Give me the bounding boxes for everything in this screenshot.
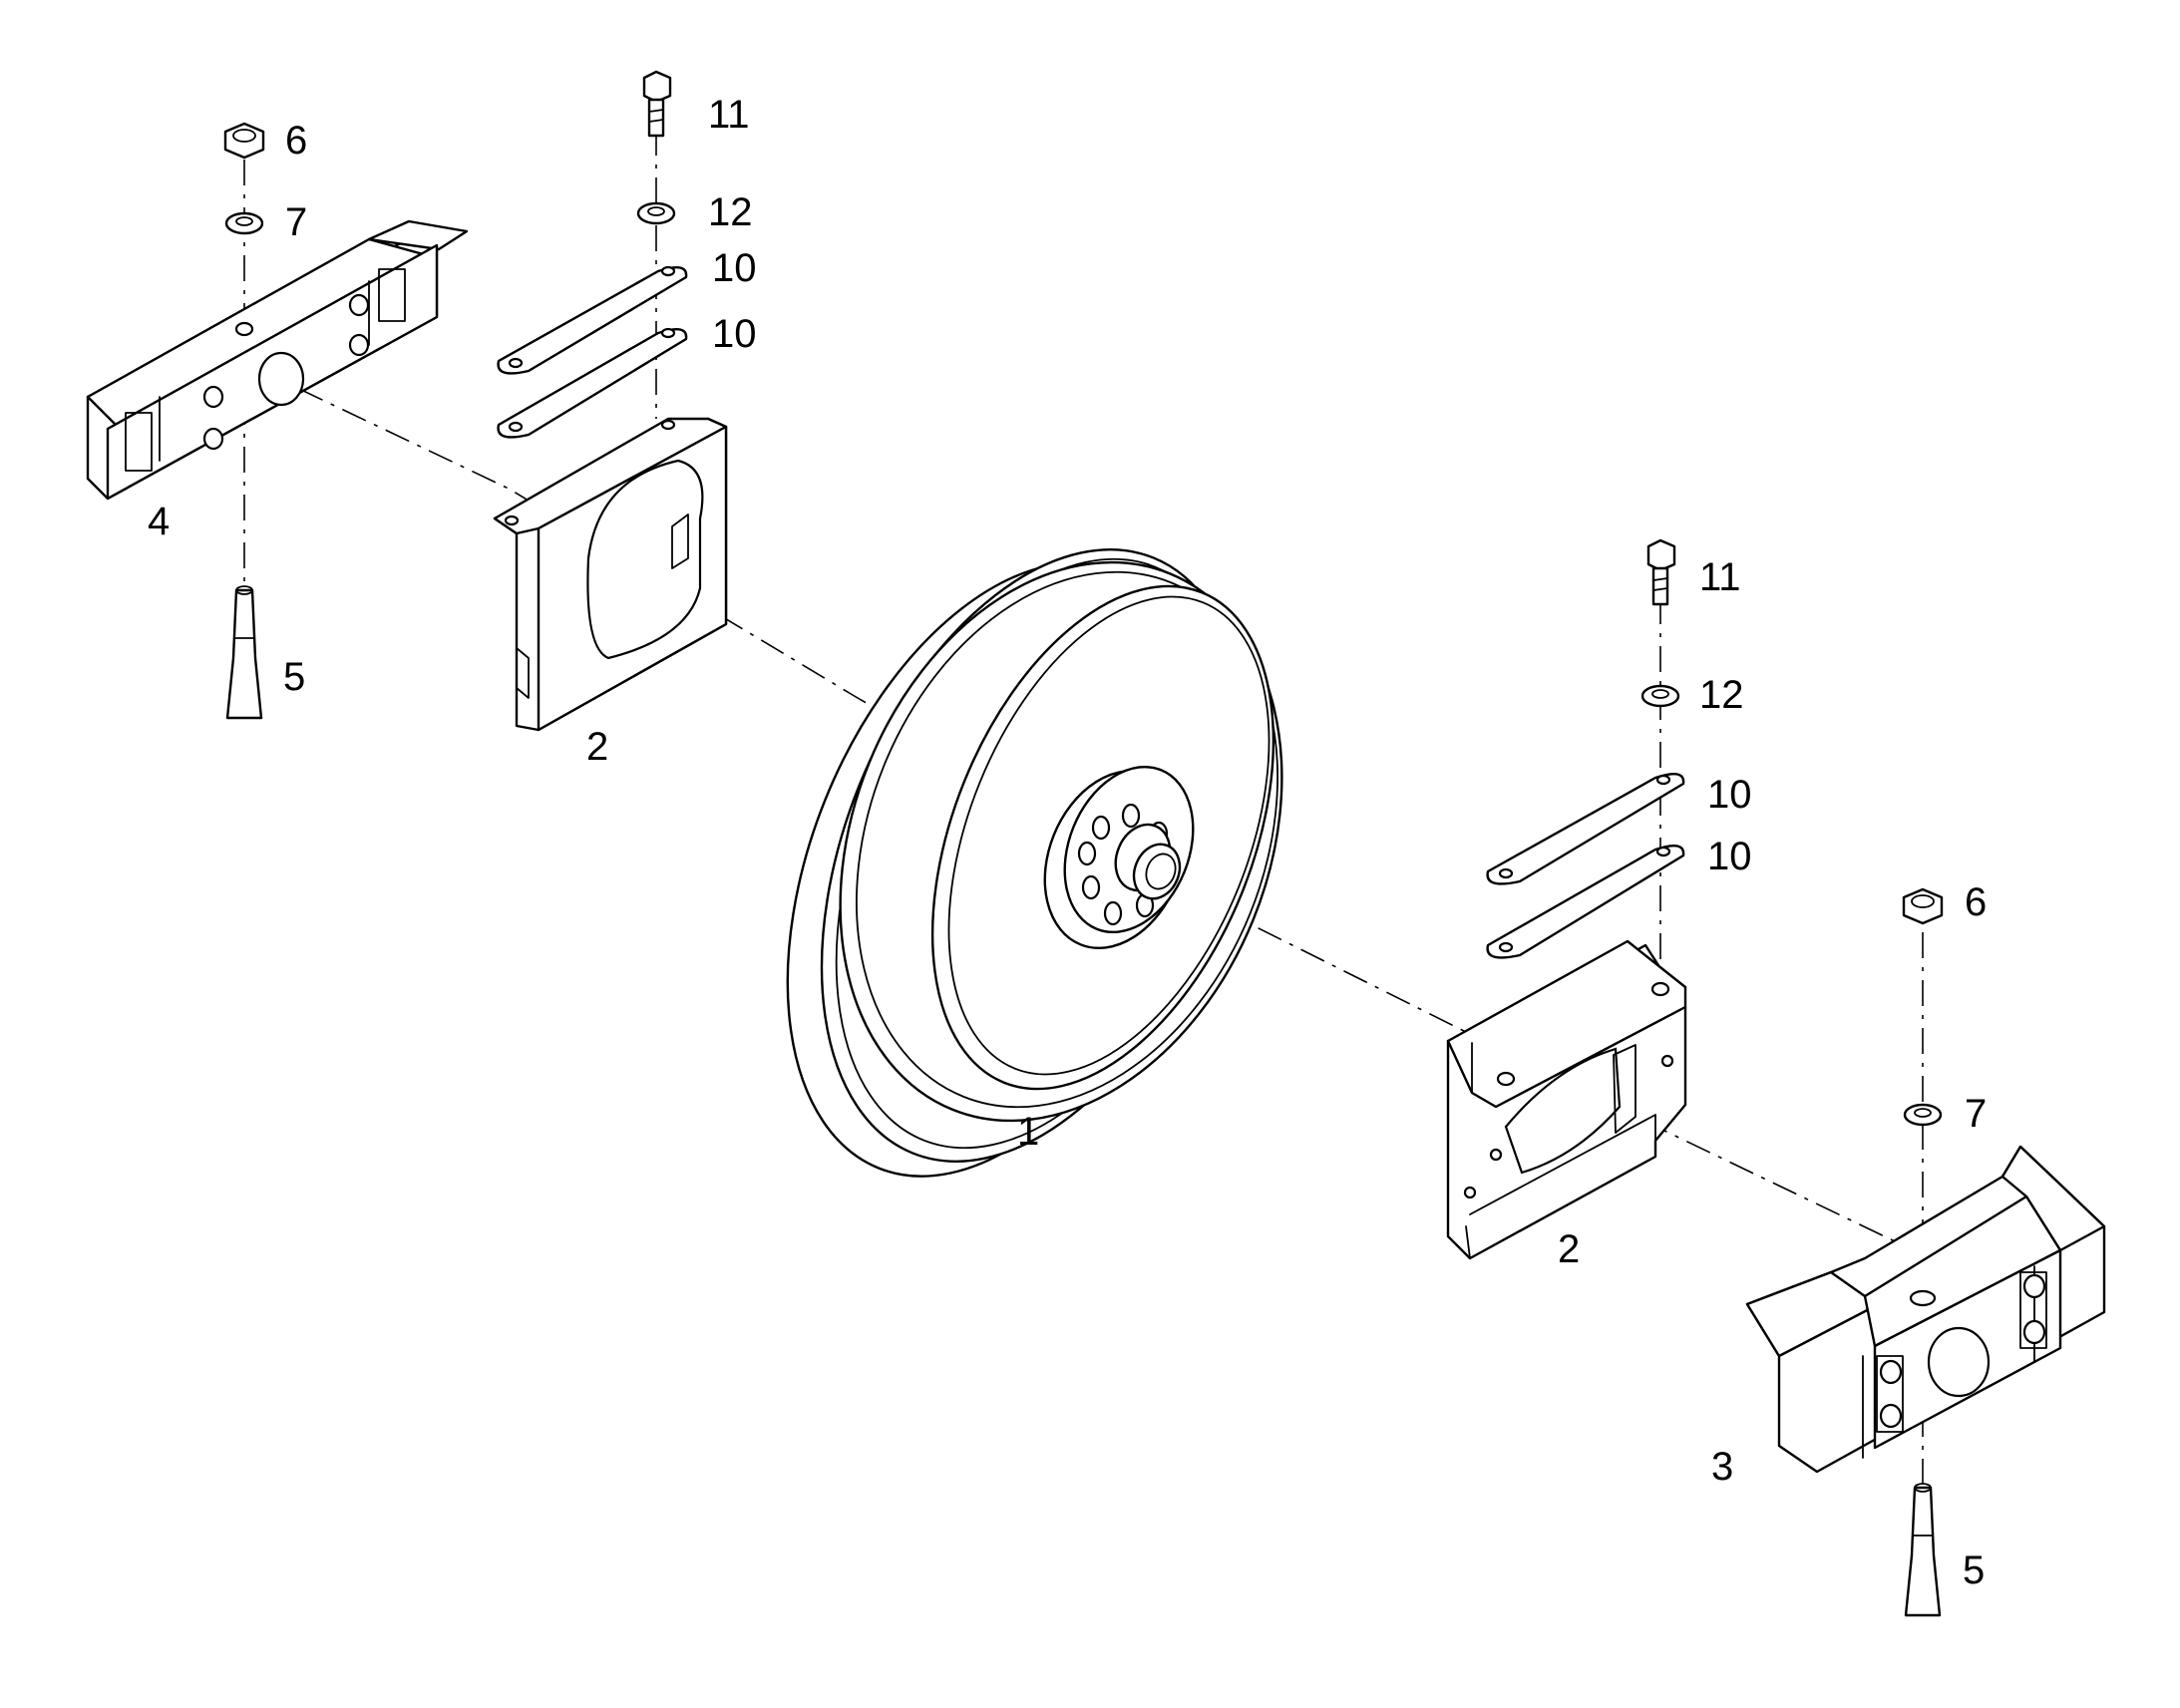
bolt-left-part-11: [642, 70, 672, 138]
callout-6-left: 6: [285, 119, 307, 163]
shim-right-upper-part-10: [1486, 772, 1685, 885]
shim-right-lower-part-10: [1486, 844, 1685, 959]
callout-2-left: 2: [586, 725, 608, 769]
callout-2-right: 2: [1558, 1227, 1580, 1271]
bracket-left-part-2: [493, 417, 728, 732]
callout-3: 3: [1711, 1445, 1733, 1489]
washer-left-part-7: [224, 211, 264, 235]
callout-4: 4: [148, 500, 170, 543]
callout-7-right: 7: [1965, 1092, 1987, 1136]
washer-right-part-7: [1903, 1103, 1943, 1127]
callout-10-left-lower: 10: [712, 312, 757, 356]
callout-5-left: 5: [283, 655, 305, 699]
bolt-right-part-11: [1646, 538, 1676, 606]
nut-left-part-6: [223, 122, 265, 160]
washer-right-part-12: [1640, 684, 1680, 708]
callout-10-right-upper: 10: [1707, 773, 1752, 817]
callout-1: 1: [1017, 1110, 1039, 1154]
callout-11-left: 11: [708, 93, 750, 137]
callout-10-left-upper: 10: [712, 246, 757, 290]
idler-wheel-part-1: [786, 548, 1283, 1178]
washer-left-part-12: [636, 201, 676, 225]
callout-5-right: 5: [1963, 1548, 1985, 1592]
shim-left-lower-part-10: [497, 327, 688, 439]
bracket-right-part-2: [1446, 939, 1687, 1260]
guard-right-part-3: [1745, 1145, 2106, 1474]
nut-right-part-6: [1902, 887, 1944, 925]
callout-11-right: 11: [1699, 555, 1741, 599]
callout-12-left: 12: [708, 190, 753, 234]
callout-6-right: 6: [1965, 880, 1987, 924]
pin-right-part-5: [1904, 1483, 1942, 1617]
callout-12-right: 12: [1699, 673, 1744, 717]
callout-10-right-lower: 10: [1707, 835, 1752, 878]
pin-left-part-5: [225, 585, 263, 720]
callout-labels: 1 2 2 3 4 5 5 6 6 7 7 10 10 10 10 11 11 …: [148, 93, 1987, 1592]
guard-left-part-4: [86, 219, 469, 501]
shim-left-upper-part-10: [497, 265, 688, 375]
callout-7-left: 7: [285, 200, 307, 244]
